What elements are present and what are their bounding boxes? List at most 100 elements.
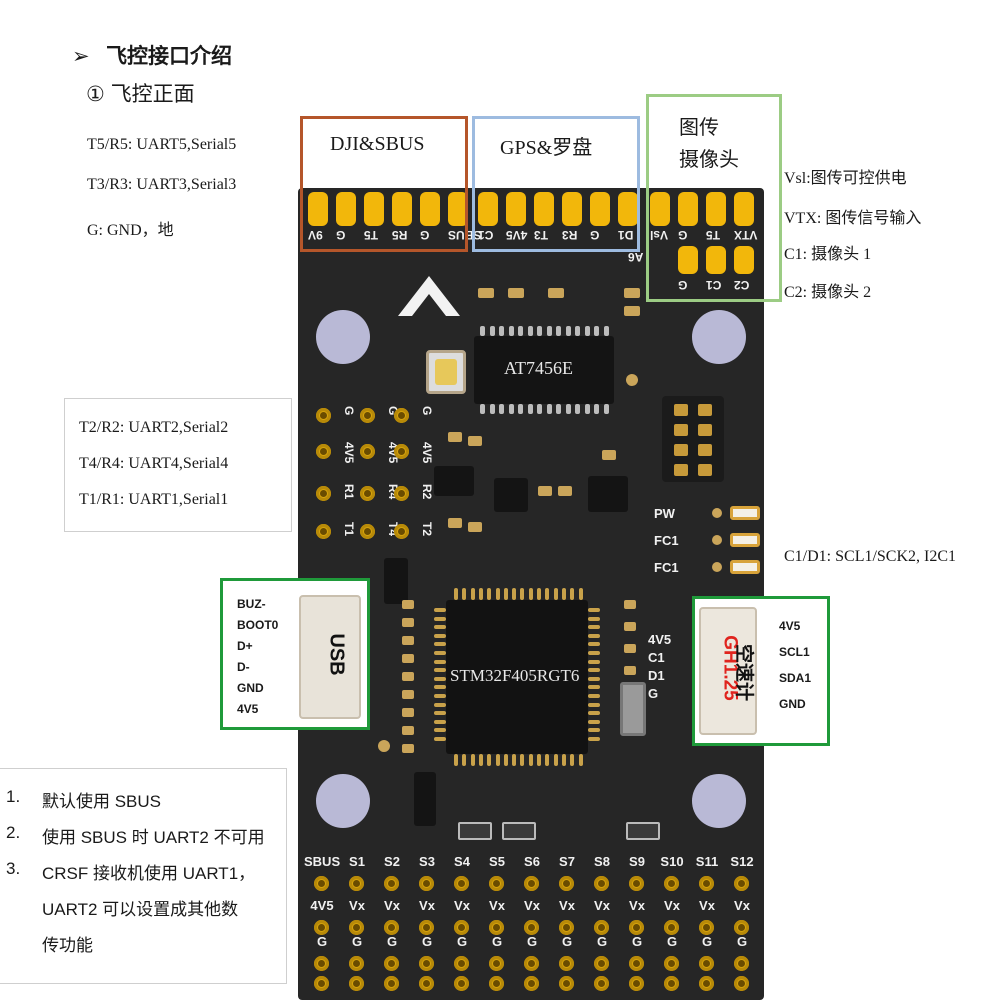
chip-pin (603, 404, 609, 414)
chip-pin (434, 676, 446, 681)
section-subtitle: ① 飞控正面 (86, 83, 195, 106)
small-ic-1 (434, 466, 474, 496)
uart-pad (360, 408, 375, 423)
chip-pin (478, 754, 483, 766)
chip-pin (508, 326, 514, 336)
servo-pad (664, 956, 679, 971)
servo-pad (349, 876, 364, 891)
chip-pin (518, 404, 523, 414)
servo-ground-label: G (351, 934, 363, 949)
note-text: 传功能 (42, 936, 93, 955)
small-ic-2 (494, 478, 528, 512)
passive (626, 822, 660, 840)
note-text: 使用 SBUS 时 UART2 不可用 (42, 828, 265, 847)
top-pad (364, 192, 384, 226)
camera-pad (706, 246, 726, 274)
chip-pin (499, 404, 504, 414)
servo-header-label: S7 (559, 854, 575, 869)
chip-pin (588, 676, 600, 681)
header-pin (674, 444, 688, 456)
note-uart2: T2/R2: UART2,Serial2 (79, 419, 229, 436)
note-number: 1. (6, 787, 21, 806)
header-pin (698, 424, 712, 436)
servo-power-label: Vx (489, 898, 505, 913)
servo-pad (629, 976, 644, 991)
small-ic-4 (384, 558, 408, 604)
chip-pin (556, 404, 561, 414)
side-pad-label: 4V5 (648, 632, 672, 647)
chip-pin (588, 702, 600, 707)
passive (448, 432, 462, 442)
chip-pin (434, 728, 446, 733)
header-pin (698, 404, 712, 416)
note-vsl: Vsl:图传可控供电 (784, 170, 907, 187)
passive (558, 486, 572, 496)
passive (538, 486, 552, 496)
passive (624, 306, 640, 316)
passive (402, 708, 414, 717)
chip-pin (570, 754, 575, 766)
chip-pin (503, 588, 508, 600)
chip-pin (512, 588, 517, 600)
mount-hole-top-right (692, 310, 746, 364)
passive (624, 644, 636, 653)
servo-ground-label: G (631, 934, 643, 949)
chip-pin (434, 711, 446, 716)
chip-pin (480, 326, 485, 336)
vtx-pad (678, 192, 698, 226)
chip-pin (478, 588, 483, 600)
small-ic-5 (414, 772, 436, 826)
chip-pin (528, 588, 533, 600)
chip-pin (588, 728, 600, 733)
servo-pad (384, 876, 399, 891)
servo-pad (454, 920, 469, 935)
servo-pad (559, 876, 574, 891)
servo-pad (559, 920, 574, 935)
servo-pad (454, 976, 469, 991)
gps-pad (534, 192, 554, 226)
chip-pin (594, 326, 599, 336)
chip-pin (537, 588, 541, 600)
chip-pin (434, 642, 446, 647)
passive (402, 744, 414, 753)
servo-pad (594, 956, 609, 971)
servo-ground-label: G (701, 934, 713, 949)
led-label: FC1 (654, 533, 679, 548)
chip-pin (565, 404, 571, 414)
servo-pad (419, 920, 434, 935)
pin-header (662, 396, 724, 482)
note-text: UART2 可以设置成其他数 (42, 900, 239, 919)
mount-hole-bottom-right (692, 774, 746, 828)
passive (624, 622, 636, 631)
passive (402, 654, 414, 663)
servo-pad (314, 876, 329, 891)
passive (626, 374, 638, 386)
servo-header-label: S8 (594, 854, 610, 869)
passive (468, 436, 482, 446)
usb-pin-label: D- (237, 660, 250, 674)
servo-ground-label: G (736, 934, 748, 949)
servo-pad (524, 876, 539, 891)
chip-pin (588, 719, 600, 724)
uart-pad-label: T1 (342, 522, 356, 537)
chip-pin (487, 754, 492, 766)
passive (624, 666, 636, 675)
chip-pin (588, 625, 600, 630)
chip-pin (588, 642, 600, 647)
chip-pin (508, 404, 514, 414)
note-gnd: G: GND，地 (87, 222, 174, 239)
chip-pin (553, 754, 558, 766)
servo-pad (664, 976, 679, 991)
usb-pin-label: BOOT0 (237, 618, 279, 632)
chip-pin (480, 404, 485, 414)
vtx-small-label: A6 (628, 250, 644, 264)
uart-pad (316, 524, 331, 539)
note-c2: C2: 摄像头 2 (784, 284, 872, 301)
servo-pad (454, 956, 469, 971)
servo-pad (594, 876, 609, 891)
gps-pad (618, 192, 638, 226)
servo-power-label: Vx (699, 898, 715, 913)
uart-pad-label: R2 (420, 484, 434, 500)
